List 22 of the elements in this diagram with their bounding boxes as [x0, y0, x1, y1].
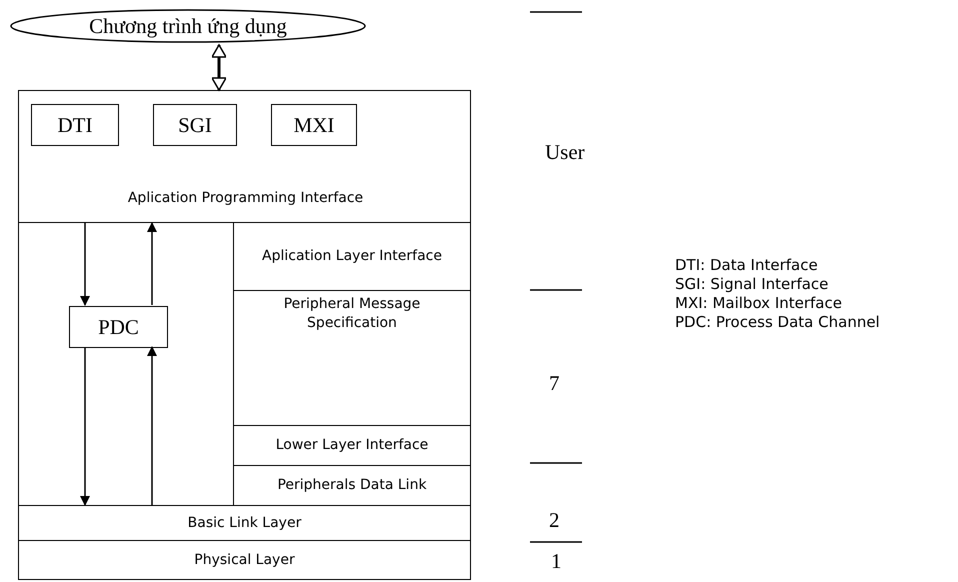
arrow [147, 346, 157, 505]
arrow [211, 44, 227, 91]
arrow [80, 347, 90, 506]
legend-note: MXI: Mailbox Interface [675, 294, 842, 313]
api-layer-box [18, 90, 471, 223]
interface-box: DTI [31, 104, 119, 146]
layer-group-label: User [545, 140, 585, 165]
layer-number: 2 [549, 508, 560, 533]
layer-box: Physical Layer [18, 540, 471, 580]
interface-box: SGI [153, 104, 237, 146]
layer-number: 7 [549, 371, 560, 396]
layer-label: Aplication Programming Interface [126, 189, 364, 208]
pdc-box: PDC [69, 306, 168, 348]
arrow [147, 222, 157, 305]
layer-box: Basic Link Layer [18, 505, 471, 541]
layer-number: 1 [551, 549, 562, 574]
legend-note: PDC: Process Data Channel [675, 313, 880, 332]
legend-note: DTI: Data Interface [675, 256, 818, 275]
interface-box: MXI [271, 104, 357, 146]
legend-note: SGI: Signal Interface [675, 275, 828, 294]
program-label: Chương trình ứng dụng [89, 14, 287, 38]
arrow [80, 223, 90, 306]
